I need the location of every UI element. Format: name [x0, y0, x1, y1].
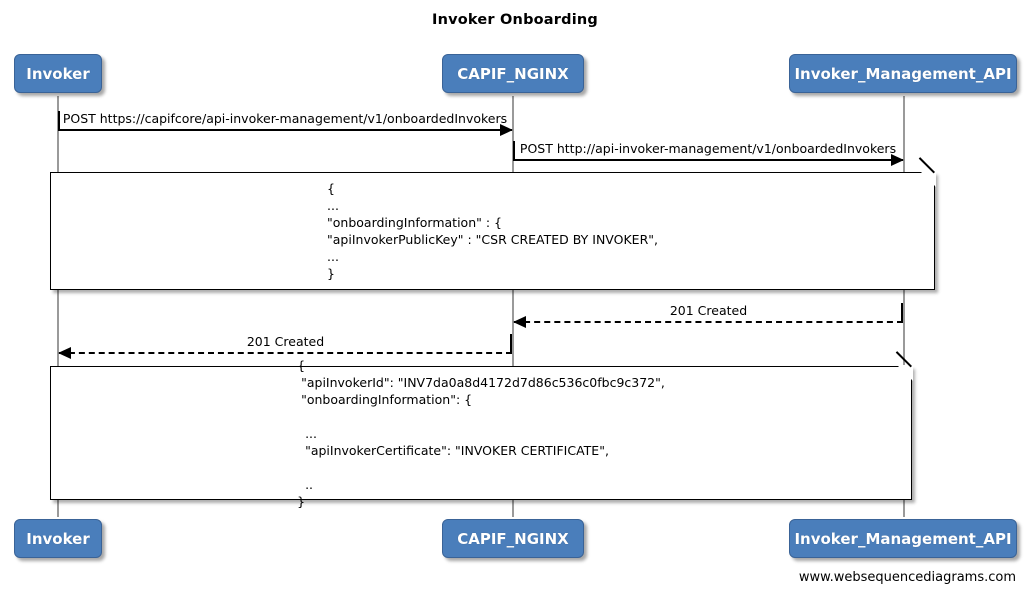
- note-text: { "apiInvokerId": "INV7da0a8d4172d7d86c5…: [297, 357, 665, 509]
- message-origin-tick: [901, 303, 903, 321]
- participant-label: Invoker: [26, 64, 90, 83]
- message-line: [514, 321, 903, 323]
- arrow-left-icon: [513, 316, 526, 328]
- lifeline-invoker: [57, 96, 59, 517]
- message-line: [59, 352, 512, 354]
- note-text: { ... "onboardingInformation" : { "apiIn…: [327, 181, 658, 281]
- arrow-right-icon: [891, 154, 904, 166]
- participant-label: CAPIF_NGINX: [457, 529, 569, 548]
- lifeline-capif-nginx: [512, 96, 514, 517]
- arrow-left-icon: [58, 347, 71, 359]
- participant-invoker-top[interactable]: Invoker: [14, 54, 102, 93]
- participant-label: Invoker: [26, 529, 90, 548]
- participant-invoker-management-api-bottom[interactable]: Invoker_Management_API: [789, 519, 1017, 558]
- message-label: 201 Created: [246, 334, 325, 349]
- participant-invoker-management-api-top[interactable]: Invoker_Management_API: [789, 54, 1017, 93]
- message-line: [513, 159, 903, 161]
- message-origin-tick: [513, 141, 515, 159]
- message-origin-tick: [510, 334, 512, 352]
- message-label: POST http://api-invoker-management/v1/on…: [519, 141, 897, 156]
- note-onboarding-response-body: { "apiInvokerId": "INV7da0a8d4172d7d86c5…: [50, 351, 913, 509]
- participant-label: Invoker_Management_API: [794, 64, 1012, 83]
- participant-label: CAPIF_NGINX: [457, 64, 569, 83]
- message-origin-tick: [58, 111, 60, 129]
- note-onboarding-request-body: { ... "onboardingInformation" : { "apiIn…: [50, 157, 936, 290]
- lifeline-invoker-management-api: [903, 96, 905, 517]
- note-body: { "apiInvokerId": "INV7da0a8d4172d7d86c5…: [51, 358, 911, 509]
- participant-capif-nginx-bottom[interactable]: CAPIF_NGINX: [442, 519, 584, 558]
- arrow-right-icon: [500, 124, 513, 136]
- message-label: POST https://capifcore/api-invoker-manag…: [62, 111, 508, 126]
- message-label: 201 Created: [669, 303, 748, 318]
- watermark-link: www.websequencediagrams.com: [798, 570, 1016, 585]
- page-title: Invoker Onboarding: [432, 12, 598, 28]
- participant-label: Invoker_Management_API: [794, 529, 1012, 548]
- participant-capif-nginx-top[interactable]: CAPIF_NGINX: [442, 54, 584, 93]
- note-fold-mask-icon: [897, 365, 913, 381]
- message-line: [58, 129, 512, 131]
- participant-invoker-bottom[interactable]: Invoker: [14, 519, 102, 558]
- note-body: { ... "onboardingInformation" : { "apiIn…: [51, 173, 934, 289]
- note-fold-mask-icon: [920, 171, 936, 187]
